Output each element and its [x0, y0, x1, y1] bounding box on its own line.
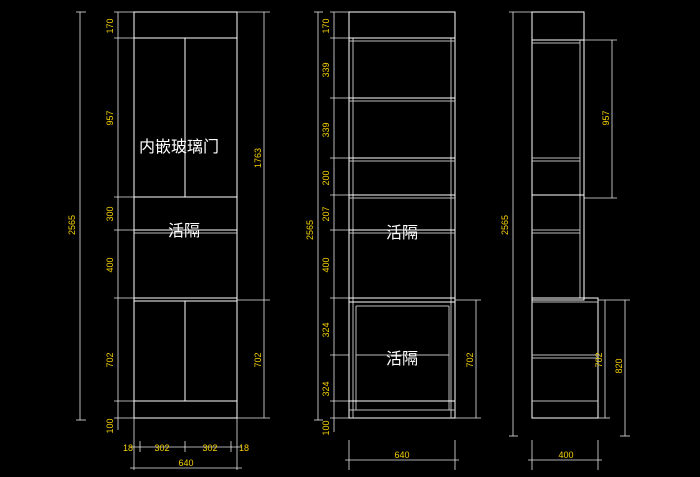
front-dim-702: 702 — [105, 352, 115, 367]
front-partition-label: 活隔 — [168, 221, 200, 240]
front-dim-300: 300 — [105, 206, 115, 221]
front-elevation: 内嵌玻璃门 活隔 170 957 300 400 702 100 2565 17… — [67, 11, 270, 470]
mid-lower-partition-label: 活隔 — [386, 349, 418, 368]
front-dim-w640: 640 — [178, 458, 193, 468]
side-elevation: 2565 957 702 820 400 — [500, 11, 630, 470]
side-dim-total: 2565 — [500, 215, 510, 235]
mid-upper-partition-label: 活隔 — [386, 223, 418, 242]
side-upper-outline — [531, 11, 585, 301]
mid-dim-324a: 324 — [321, 322, 331, 337]
front-dim-right-702: 702 — [253, 352, 263, 367]
front-dim-w18a: 18 — [123, 443, 133, 453]
front-cabinet-outline — [133, 11, 238, 419]
front-dim-100: 100 — [105, 418, 115, 433]
front-dim-957: 957 — [105, 110, 115, 125]
side-dim-702: 702 — [594, 352, 604, 367]
inlay-glass-door-label: 内嵌玻璃门 — [139, 137, 219, 156]
side-dim-820: 820 — [614, 358, 624, 373]
mid-dim-w640: 640 — [394, 450, 409, 460]
mid-dim-339b: 339 — [321, 122, 331, 137]
front-dim-right: 1763 — [253, 148, 263, 168]
mid-dim-400: 400 — [321, 257, 331, 272]
front-dim-170: 170 — [105, 18, 115, 33]
side-dim-957: 957 — [601, 110, 611, 125]
front-dim-w302b: 302 — [202, 443, 217, 453]
front-dim-400: 400 — [105, 257, 115, 272]
mid-dim-207: 207 — [321, 206, 331, 221]
side-dim-w400: 400 — [558, 450, 573, 460]
mid-dim-170: 170 — [321, 18, 331, 33]
front-dim-total: 2565 — [67, 215, 77, 235]
front-dim-w302a: 302 — [154, 443, 169, 453]
mid-dim-324b: 324 — [321, 381, 331, 396]
mid-dim-right-702: 702 — [465, 352, 475, 367]
mid-dim-100: 100 — [321, 420, 331, 435]
mid-dim-total: 2565 — [305, 220, 315, 240]
mid-cabinet-outline — [348, 11, 456, 419]
mid-dim-200: 200 — [321, 170, 331, 185]
front-dim-w18b: 18 — [239, 443, 249, 453]
middle-elevation: 活隔 活隔 170 339 339 200 207 400 324 324 10… — [305, 11, 481, 470]
mid-dim-339a: 339 — [321, 62, 331, 77]
